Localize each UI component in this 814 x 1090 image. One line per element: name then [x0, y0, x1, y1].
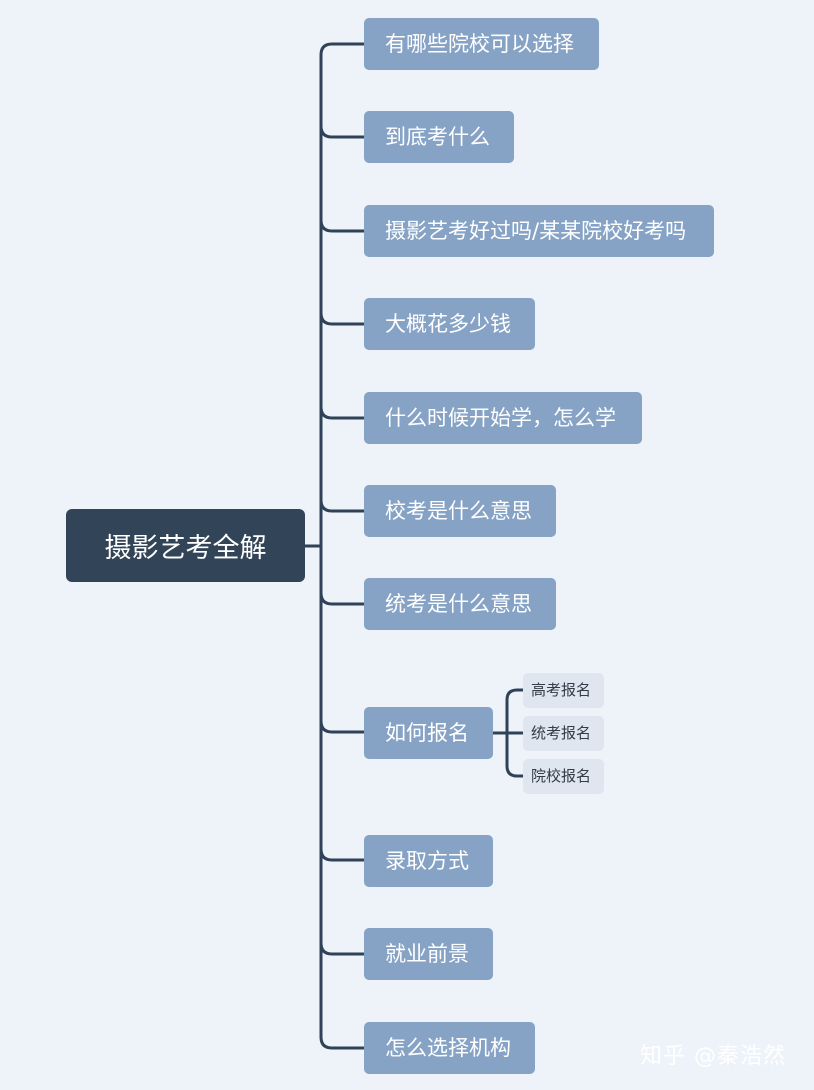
- branch-connector: [319, 498, 366, 513]
- branch-connector: [319, 405, 366, 420]
- branch-connector: [319, 719, 366, 734]
- branch-connector: [319, 42, 366, 57]
- branch-career[interactable]: 就业前景: [364, 928, 493, 980]
- branch-difficulty[interactable]: 摄影艺考好过吗/某某院校好考吗: [364, 205, 714, 257]
- sub-connector: [505, 688, 525, 702]
- branch-connector: [319, 218, 366, 233]
- branch-connector: [319, 591, 366, 606]
- branch-when-how[interactable]: 什么时候开始学，怎么学: [364, 392, 642, 444]
- branch-registration[interactable]: 如何报名: [364, 707, 493, 759]
- branch-exam-content[interactable]: 到底考什么: [364, 111, 514, 163]
- branch-choose-agency[interactable]: 怎么选择机构: [364, 1022, 535, 1074]
- sub-connector: [505, 764, 525, 778]
- branch-admission[interactable]: 录取方式: [364, 835, 493, 887]
- branch-connector: [319, 311, 366, 326]
- branch-connector: [319, 124, 366, 139]
- zhihu-watermark: 知乎 @秦浩然: [640, 1044, 786, 1069]
- branch-unified-exam[interactable]: 统考是什么意思: [364, 578, 556, 630]
- subtopic-school-registration[interactable]: 院校报名: [523, 759, 604, 794]
- subtopic-unified-registration[interactable]: 统考报名: [523, 716, 604, 751]
- branch-connector: [319, 847, 366, 862]
- branch-connector: [319, 941, 366, 956]
- root-topic[interactable]: 摄影艺考全解: [66, 509, 305, 582]
- subtopic-gaokao-registration[interactable]: 高考报名: [523, 673, 604, 708]
- branch-schools[interactable]: 有哪些院校可以选择: [364, 18, 599, 70]
- branch-cost[interactable]: 大概花多少钱: [364, 298, 535, 350]
- branch-connector: [319, 1035, 366, 1050]
- branch-school-exam[interactable]: 校考是什么意思: [364, 485, 556, 537]
